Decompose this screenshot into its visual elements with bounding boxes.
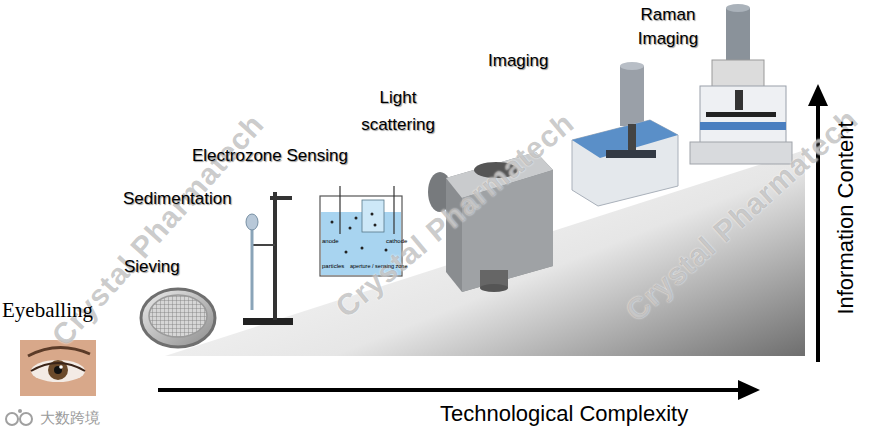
- light-scattering-instrument: [480, 284, 508, 292]
- imaging-instrument: [620, 66, 644, 126]
- axis-label: Technological Complexity: [440, 401, 688, 427]
- sedimentation-stand: [273, 192, 277, 320]
- electrozone-beaker: [361, 247, 364, 250]
- imaging-instrument: [628, 124, 636, 150]
- part-label: cathode: [386, 238, 407, 245]
- eye-photo: [54, 366, 62, 374]
- electrozone-beaker: [339, 186, 340, 234]
- raman-microscope: [690, 4, 792, 164]
- raman-microscope: [700, 122, 786, 130]
- eye-photo: [31, 360, 85, 382]
- electrozone-beaker: [349, 227, 352, 230]
- raman-microscope: [706, 112, 776, 117]
- electrozone-beaker: [362, 200, 384, 232]
- electrozone-beaker: [355, 217, 358, 220]
- eye-photo: [20, 340, 96, 396]
- logo-icon: [6, 413, 18, 425]
- imaging-instrument: [620, 62, 644, 70]
- method-label: Light scattering: [342, 84, 454, 138]
- horizontal-axis-arrow: [158, 380, 760, 400]
- method-label: Electrozone Sensing: [192, 146, 348, 166]
- logo-icon: [20, 413, 32, 425]
- part-label: aperture / sensing zone: [350, 263, 407, 270]
- method-label: Eyeballing: [2, 298, 93, 323]
- eye-photo: [59, 365, 63, 369]
- sedimentation-stand: [246, 214, 258, 230]
- electrozone-beaker: [345, 251, 348, 254]
- method-label: Raman Imaging: [618, 3, 718, 51]
- sieve-icon: [141, 289, 215, 347]
- imaging-instrument: [606, 150, 656, 158]
- method-label: Sieving: [124, 257, 180, 277]
- electrozone-beaker: [393, 186, 394, 234]
- raman-microscope: [726, 4, 750, 12]
- raman-microscope: [700, 86, 786, 144]
- eye-photo: [28, 347, 90, 356]
- eye-photo: [20, 340, 96, 396]
- part-label: particles: [322, 263, 344, 270]
- electrozone-beaker: [331, 221, 334, 224]
- watermark: Crystal Pharmatech: [329, 105, 582, 325]
- raman-microscope: [735, 90, 743, 110]
- imaging-instrument: [572, 120, 678, 206]
- sieve-icon: [141, 289, 215, 347]
- raman-microscope: [726, 8, 750, 64]
- eye-photo: [31, 363, 85, 371]
- sedimentation-stand: [243, 318, 293, 325]
- sedimentation-stand: [270, 196, 292, 200]
- vertical-axis-arrow: [808, 84, 828, 106]
- logo-text: 大数跨境: [40, 409, 100, 427]
- imaging-instrument: [572, 120, 678, 158]
- sieve-icon: [149, 295, 207, 337]
- axis-label: Information Content: [833, 121, 859, 314]
- method-label: Imaging: [488, 51, 548, 71]
- electrozone-beaker: [371, 213, 374, 216]
- sedimentation-stand: [252, 244, 275, 246]
- logo-icon: [18, 409, 22, 413]
- logo-icon: [6, 409, 32, 425]
- imaging-instrument: [572, 62, 678, 206]
- method-label: Sedimentation: [123, 189, 232, 209]
- watermark: Crystal Pharmatech: [619, 101, 866, 328]
- sedimentation-stand: [243, 192, 293, 325]
- horizontal-axis-arrow: [158, 388, 740, 392]
- horizontal-axis-arrow: [738, 380, 760, 400]
- electrozone-beaker: [374, 224, 377, 227]
- part-label: anode: [322, 238, 339, 245]
